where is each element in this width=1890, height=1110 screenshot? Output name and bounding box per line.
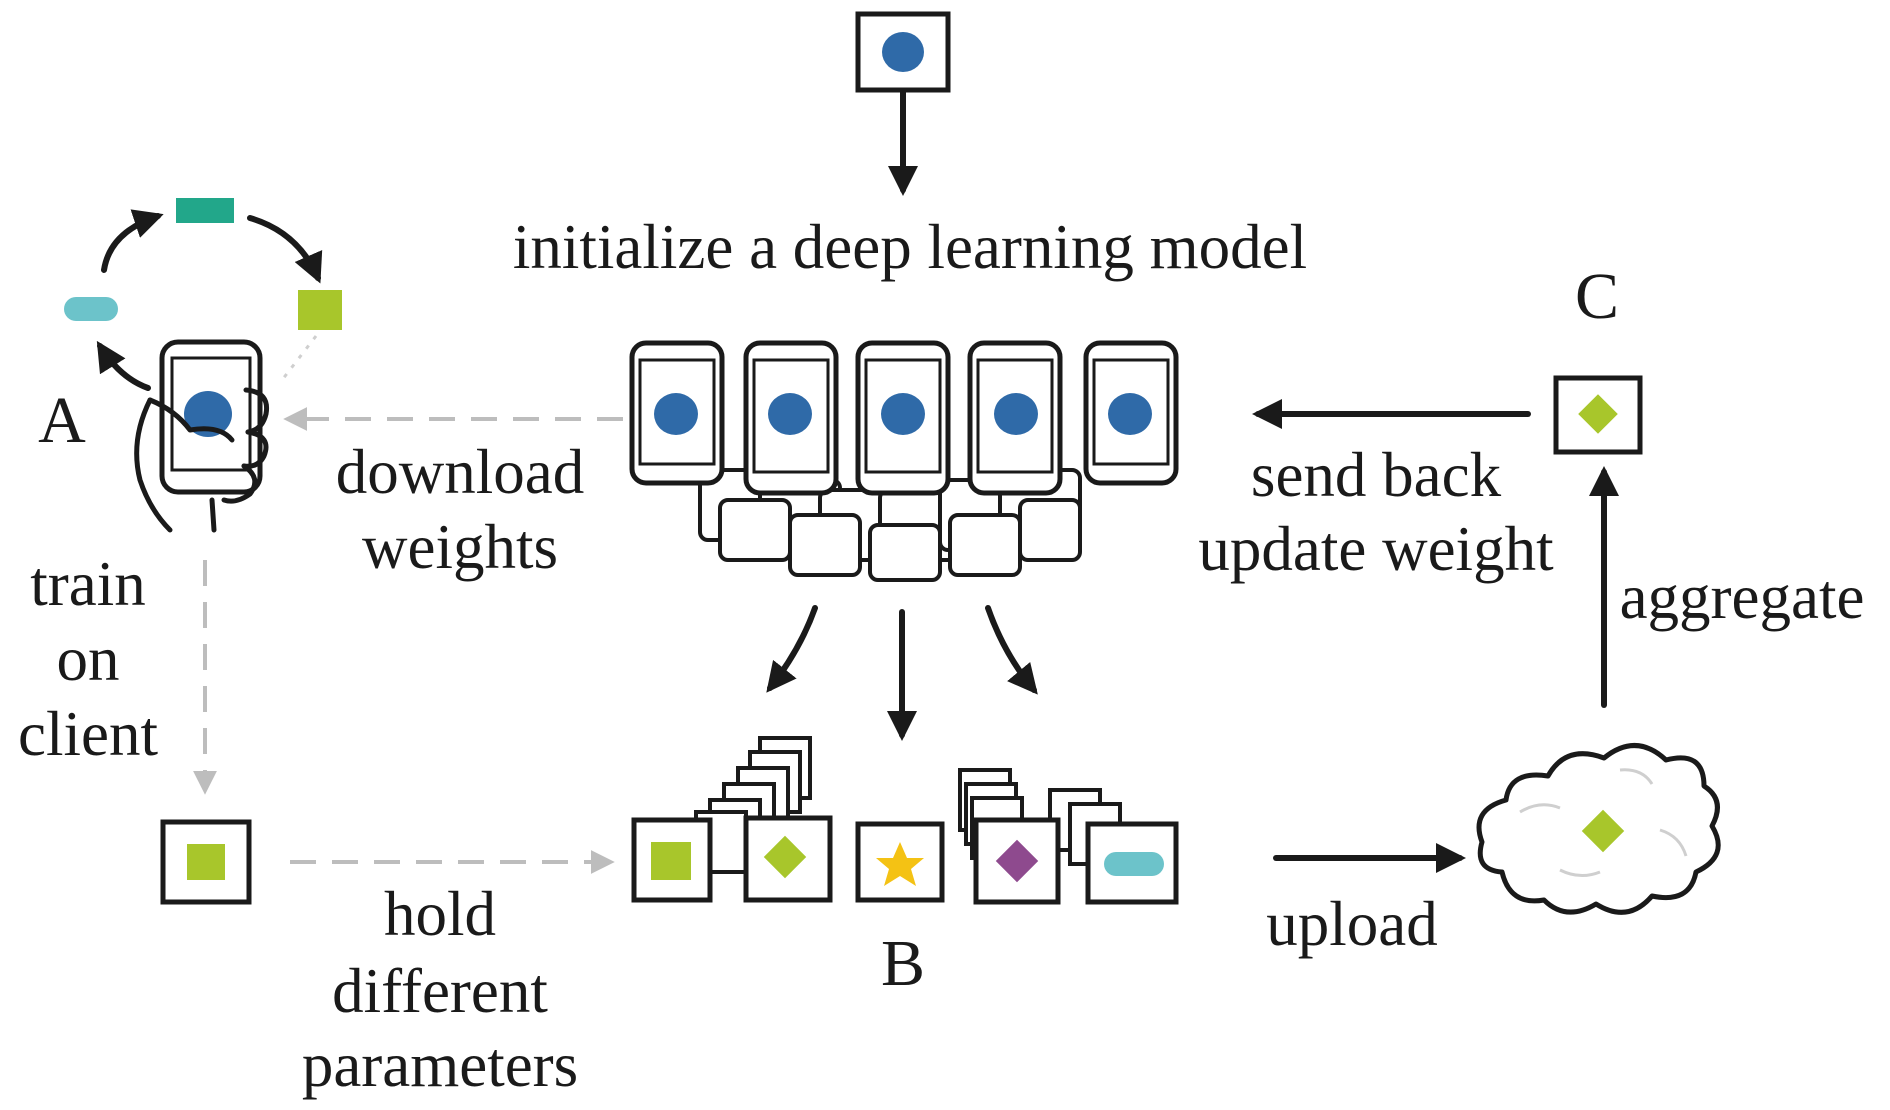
hold-label-line2: different [332,956,548,1026]
send-back-label-line2: update weight [1198,514,1554,584]
upload-label: upload [1266,889,1437,959]
download-label-line2: weights [362,512,558,582]
aggregated-model-card [1553,375,1643,455]
pill-icon [1104,852,1164,876]
client-models-row [631,736,1179,905]
diamond-icon [1581,809,1625,853]
blue-circle-icon [882,32,924,72]
label-A: A [38,384,86,457]
square-icon [187,844,225,880]
send-back-label-line1: send back [1251,440,1502,510]
train-label-line3: client [18,699,158,769]
init-label: initialize a deep learning model [513,212,1307,282]
label-B: B [881,927,925,1000]
pill-icon [64,297,118,321]
distribute-arrow-right [985,605,1038,695]
teal-bar-icon [176,198,234,223]
cloud-icon [1476,743,1721,915]
distribute-arrow-left [766,605,818,693]
train-label-line2: on [57,624,120,694]
square-icon [298,290,342,330]
square-icon [651,842,691,880]
phone-stack-icon [629,340,1179,582]
hand-holding-phone-icon [134,339,270,533]
aggregate-label: aggregate [1620,562,1865,632]
train-label-line1: train [30,549,145,619]
training-cycle [64,198,342,391]
label-C: C [1575,260,1619,333]
download-label-line1: download [336,437,584,507]
star-icon [876,842,924,886]
client-model-card [160,819,252,905]
hold-label-line1: hold [384,879,496,949]
hold-label-line3: parameters [302,1030,578,1100]
initial-model-card [855,11,951,93]
